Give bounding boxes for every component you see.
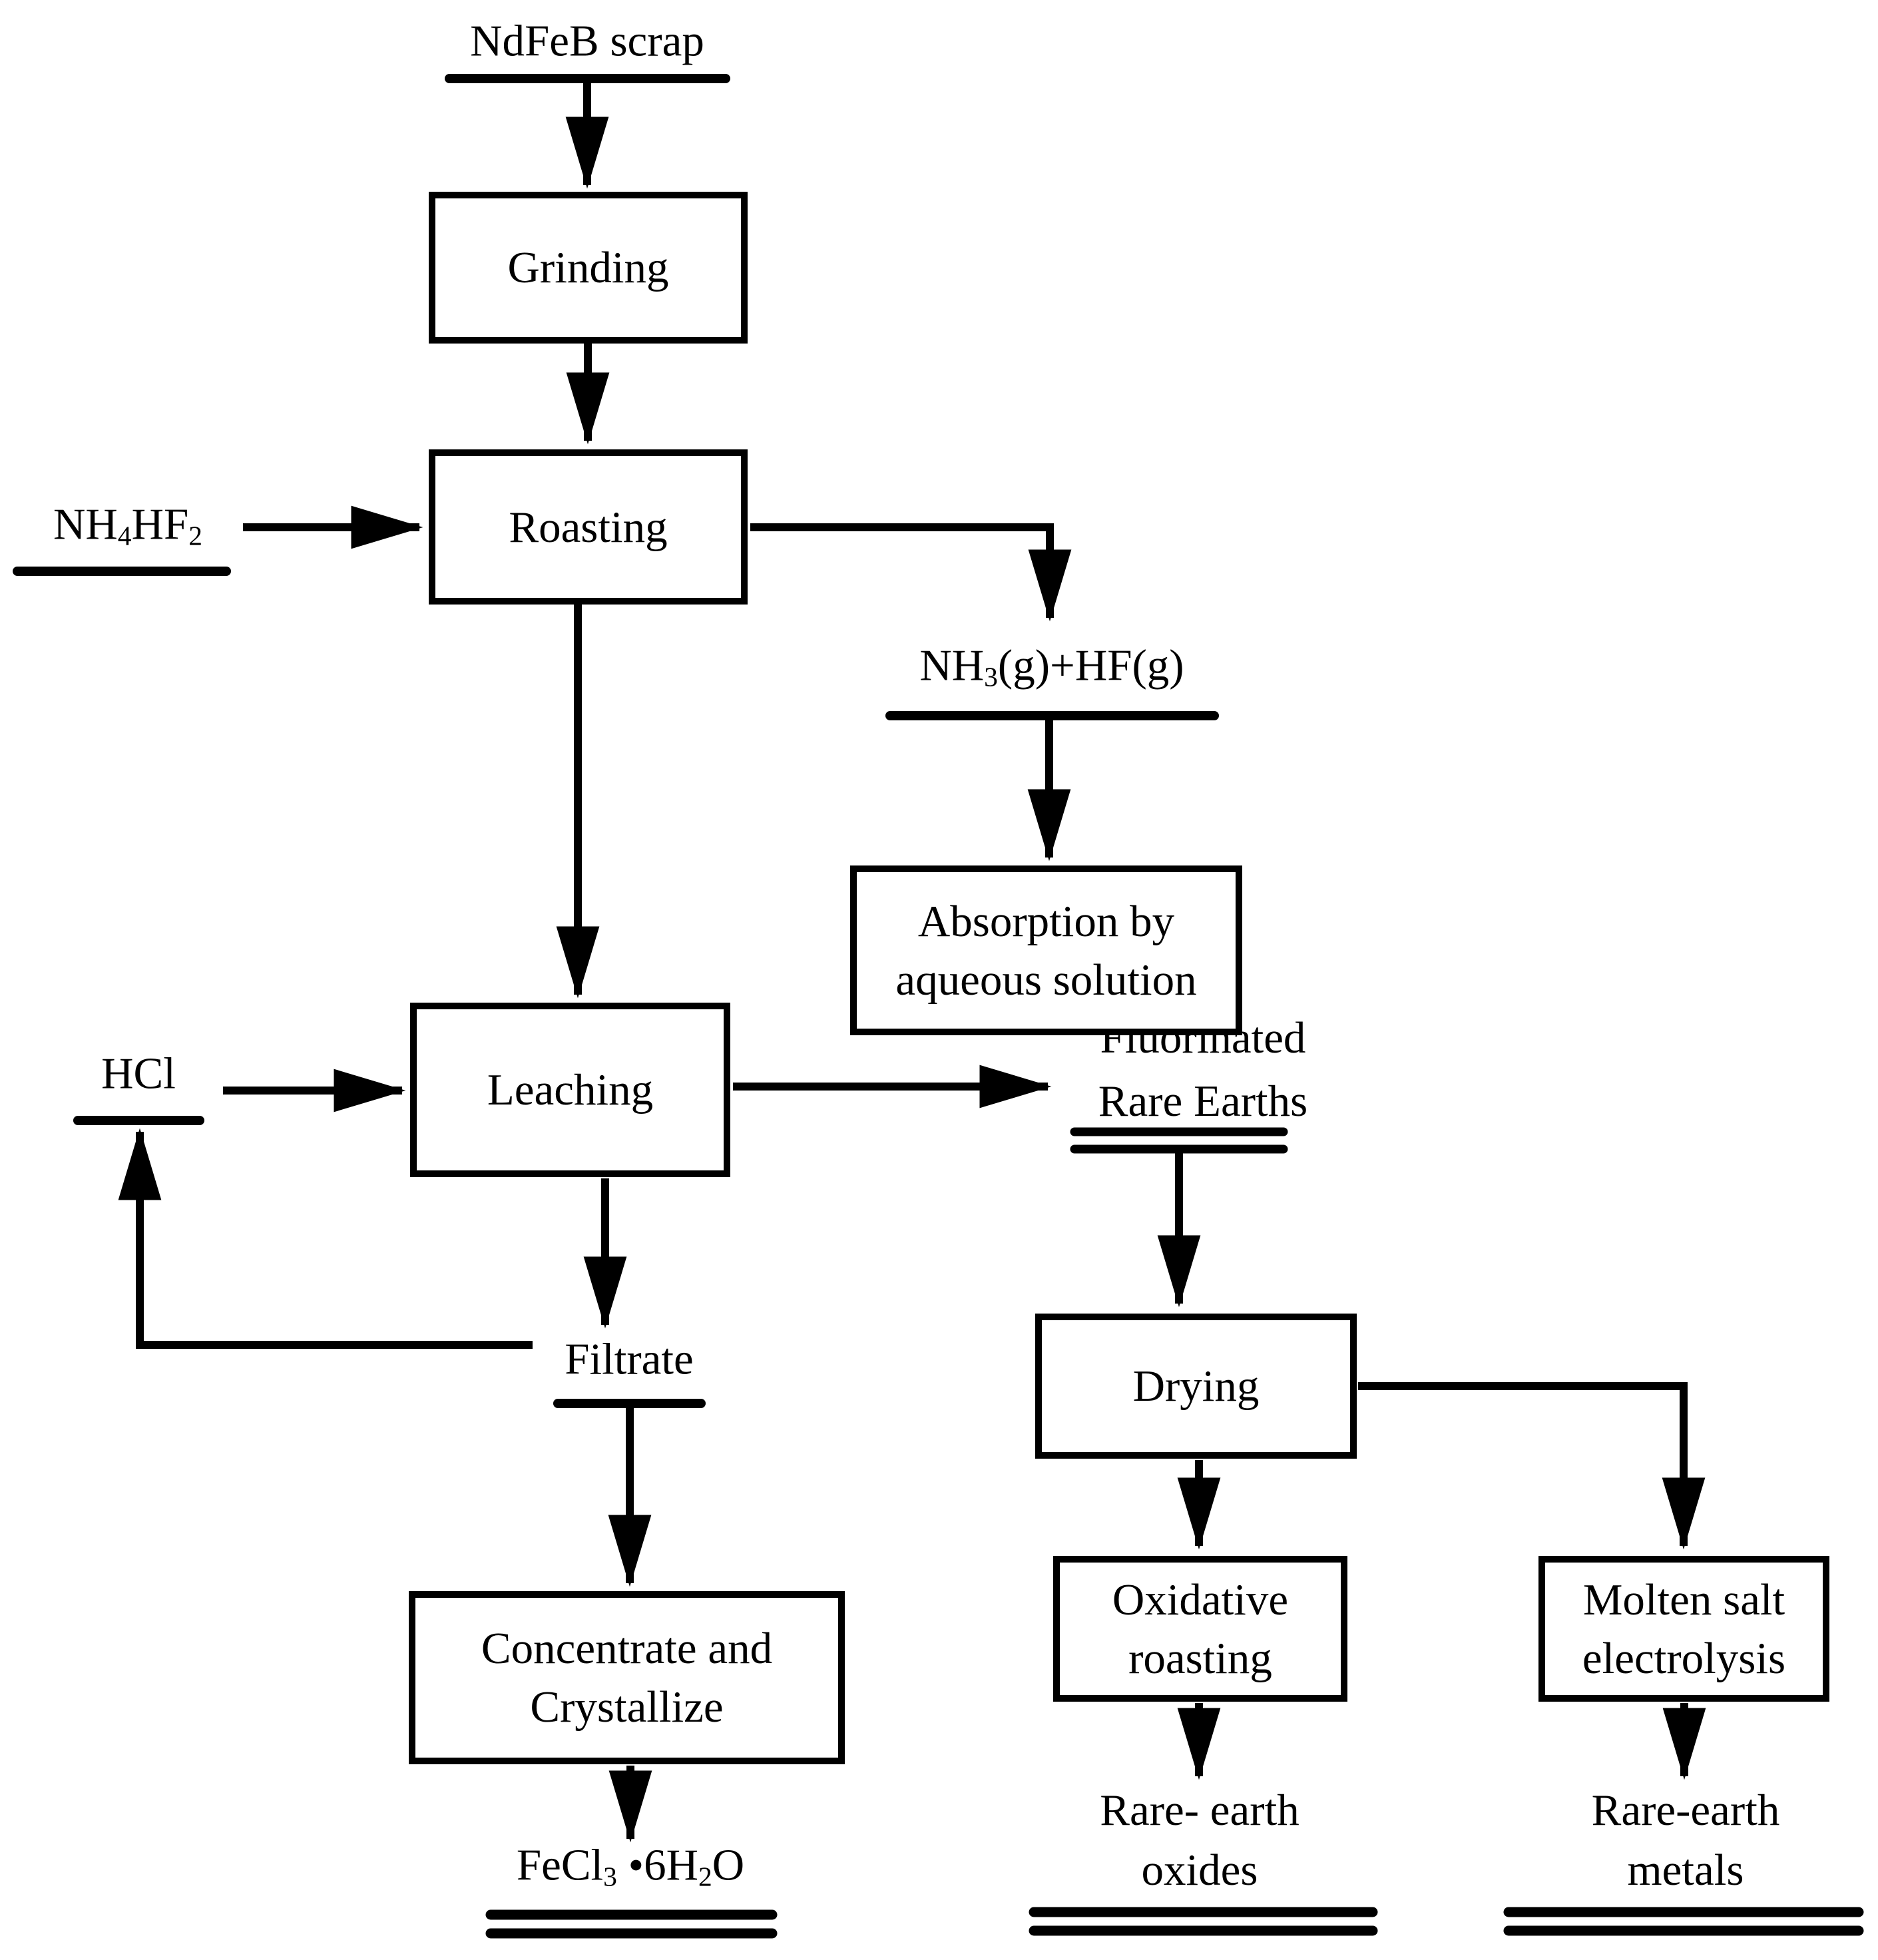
label-rare-earth-oxides: Rare- earth oxides bbox=[1100, 1780, 1299, 1900]
label-oxides-line1: Rare- earth bbox=[1100, 1786, 1299, 1835]
box-absorption-line1: Absorption by bbox=[917, 896, 1175, 946]
box-grinding-label: Grinding bbox=[507, 243, 669, 292]
label-rare-earth-metals: Rare-earth metals bbox=[1592, 1780, 1780, 1900]
box-oxidative-roasting: Oxidative roasting bbox=[1053, 1556, 1347, 1702]
box-molten-line2: electrolysis bbox=[1582, 1633, 1786, 1683]
box-oxidative-line2: roasting bbox=[1128, 1633, 1272, 1683]
box-drying: Drying bbox=[1035, 1314, 1357, 1459]
box-absorption-line2: aqueous solution bbox=[895, 955, 1197, 1005]
label-oxides-line2: oxides bbox=[1141, 1845, 1258, 1895]
box-leaching-label: Leaching bbox=[487, 1065, 654, 1114]
label-fecl3-6h2o: FeCl3 •6H2O bbox=[516, 1840, 745, 1892]
box-molten-line1: Molten salt bbox=[1582, 1575, 1785, 1624]
box-concentrate-line2: Crystallize bbox=[530, 1682, 724, 1732]
box-roasting: Roasting bbox=[429, 449, 748, 605]
box-concentrate-crystallize: Concentrate and Crystallize bbox=[409, 1591, 845, 1764]
box-oxidative-line1: Oxidative bbox=[1112, 1575, 1289, 1624]
label-metals-line1: Rare-earth bbox=[1591, 1786, 1780, 1835]
box-drying-label: Drying bbox=[1132, 1361, 1260, 1411]
box-molten-salt-electrolysis: Molten salt electrolysis bbox=[1538, 1556, 1829, 1702]
label-filtrate: Filtrate bbox=[565, 1334, 694, 1384]
arrow-filtrate-recycle-to-hcl bbox=[118, 1128, 533, 1349]
arrow-roasting-to-nh3 bbox=[750, 523, 1072, 622]
box-roasting-label: Roasting bbox=[509, 502, 668, 552]
label-metals-line2: metals bbox=[1627, 1845, 1744, 1895]
box-absorption: Absorption by aqueous solution bbox=[850, 865, 1242, 1035]
box-concentrate-line1: Concentrate and bbox=[481, 1624, 773, 1673]
label-ndfeb-scrap: NdFeB scrap bbox=[470, 16, 704, 66]
box-grinding: Grinding bbox=[429, 192, 748, 344]
label-nh4hf2: NH4HF2 bbox=[53, 499, 202, 551]
arrow-drying-to-molten bbox=[1358, 1382, 1706, 1550]
label-fluorinated-line2: Rare Earths bbox=[1098, 1077, 1308, 1126]
label-nh3-hf-gas: NH3(g)+HF(g) bbox=[919, 640, 1184, 692]
box-leaching: Leaching bbox=[410, 1003, 730, 1177]
label-hcl: HCl bbox=[101, 1049, 176, 1099]
